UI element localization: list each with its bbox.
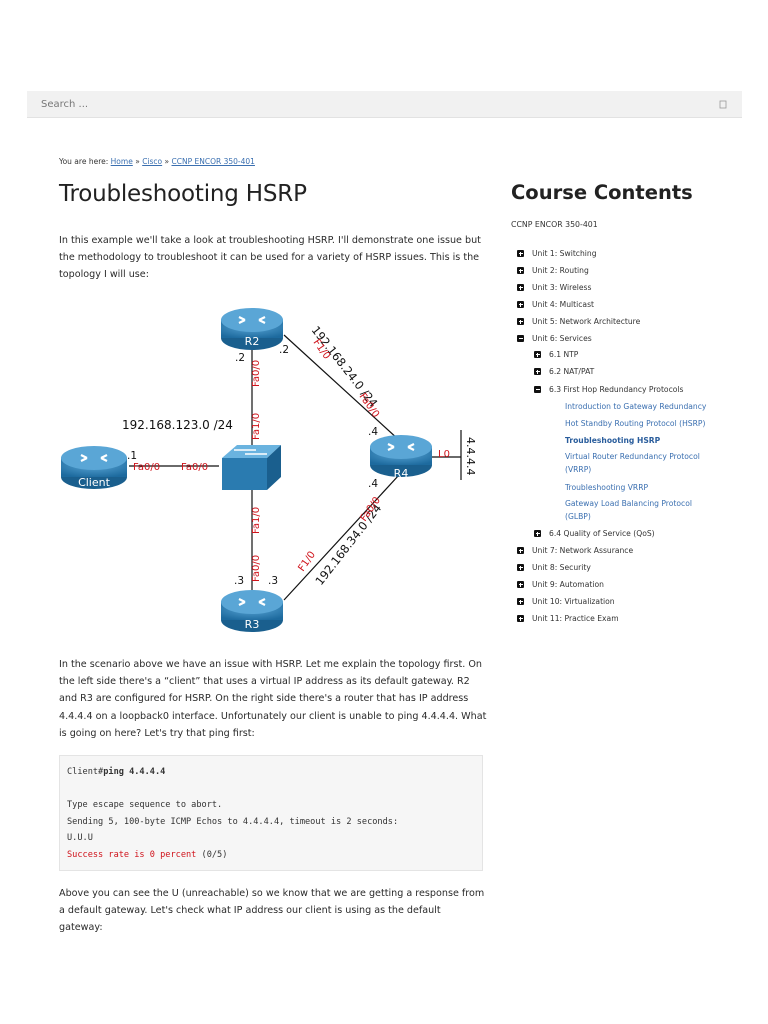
toc-item-label[interactable]: Introduction to Gateway Redundancy [565,402,707,411]
toc-item-label[interactable]: Hot Standby Routing Protocol (HSRP) [565,419,706,428]
router-r4-label: R4 [394,467,409,480]
collapse-minus-icon[interactable] [517,335,524,342]
expand-plus-icon[interactable] [534,368,541,375]
router-r3: R3 [221,590,283,632]
expand-plus-icon[interactable] [517,547,524,554]
toc-item-label[interactable]: 6.1 NTP [549,350,579,359]
breadcrumb-prefix: You are here: [59,157,109,166]
scenario-paragraph: In the scenario above we have an issue w… [59,659,487,739]
toc-item-label[interactable]: Unit 9: Automation [532,580,604,589]
interface-switch-fa0-0: Fa0/0 [181,462,208,473]
toc-item-label[interactable]: Unit 11: Practice Exam [532,614,619,623]
search-bar [27,91,742,118]
toc-item-label[interactable]: Troubleshooting VRRP [565,483,649,492]
code-line-command: Client#ping 4.4.4.4 [67,764,475,781]
interface-r4-l0: L0 [438,449,450,460]
expand-plus-icon[interactable] [517,250,524,257]
toc-item-label[interactable]: 6.4 Quality of Service (QoS) [549,529,655,538]
topology-diagram: R2 R3 R4 Client 192.168.123.0 /24 192.16… [61,308,477,632]
expand-plus-icon[interactable] [517,284,524,291]
code-line [67,781,475,798]
code-line: Sending 5, 100-byte ICMP Echos to 4.4.4.… [67,816,399,827]
toc-item-label[interactable]: Unit 3: Wireless [532,283,592,292]
loopback-ip-label: 4.4.4.4 [464,437,477,475]
collapse-minus-icon[interactable] [534,386,541,393]
toc-item-label[interactable]: Unit 6: Services [532,334,592,343]
toc-item-label[interactable]: Unit 10: Virtualization [532,597,615,606]
breadcrumb-course-link[interactable]: CCNP ENCOR 350-401 [171,157,255,166]
toc-item-label[interactable]: Unit 2: Routing [532,266,589,275]
expand-plus-icon[interactable] [517,267,524,274]
expand-plus-icon[interactable] [534,351,541,358]
search-button-icon[interactable] [718,99,729,110]
code-line-result: Success rate is 0 percent (0/5) [67,847,475,864]
expand-plus-icon[interactable] [517,318,524,325]
intro-paragraph: In this example we'll take a look at tro… [59,235,481,281]
router-r2-label: R2 [245,335,260,348]
toc-item-label[interactable]: Unit 4: Multicast [532,300,594,309]
code-line: U.U.U [67,833,93,844]
toc-item-label[interactable]: Virtual Router Redundancy Protocol (VRRP… [565,452,700,474]
router-r2: R2 [221,308,283,350]
interface-r2-fa0-0: Fa0/0 [251,360,262,387]
after-code-paragraph: Above you can see the U (unreachable) so… [59,888,485,934]
code-line: Type escape sequence to abort. [67,800,223,811]
page-title: Troubleshooting HSRP [59,181,307,207]
code-command: ping 4.4.4.4 [103,767,166,777]
host-id-r4-bottom: .4 [368,478,378,490]
breadcrumb-separator: » [164,157,170,166]
subnet-left-label: 192.168.123.0 /24 [122,418,233,432]
code-prompt: Client# [67,767,104,777]
toc-item-label[interactable]: 6.2 NAT/PAT [549,367,595,376]
link-r2-r4 [283,334,400,441]
toc-item-label[interactable]: Gateway Load Balancing Protocol (GLBP) [565,499,692,521]
expand-plus-icon[interactable] [534,530,541,537]
toc-item-label[interactable]: 6.3 First Hop Redundancy Protocols [549,385,684,394]
host-id-r3-right: .3 [268,575,278,587]
host-id-r2-left: .2 [235,352,245,364]
breadcrumb-separator: » [135,157,140,166]
sidebar-title: Course Contents [511,181,693,204]
code-result-rest: (0/5) [196,849,228,860]
link-r3-r4 [283,474,400,601]
breadcrumb-cisco-link[interactable]: Cisco [142,157,163,166]
breadcrumb: You are here: Home » Cisco » CCNP ENCOR … [59,157,255,166]
host-id-client: .1 [127,450,137,462]
router-client: Client [61,446,127,489]
host-id-r4-top: .4 [368,426,378,438]
host-id-r3-left: .3 [234,575,244,587]
router-client-label: Client [78,476,111,489]
expand-plus-icon[interactable] [517,564,524,571]
breadcrumb-home-link[interactable]: Home [110,157,133,166]
toc-item-label[interactable]: Unit 1: Switching [532,249,597,258]
expand-plus-icon[interactable] [517,581,524,588]
switch [222,445,281,490]
expand-plus-icon[interactable] [517,598,524,605]
router-r4: R4 [370,435,432,480]
interface-r3-f1-0: F1/0 [296,550,318,574]
interface-client-fa0-0: Fa0/0 [133,462,160,473]
toc-item-label[interactable]: Unit 5: Network Architecture [532,317,641,326]
host-id-r2-right: .2 [279,344,289,356]
toc-item-label[interactable]: Unit 8: Security [532,563,591,572]
toc-item-label[interactable]: Troubleshooting HSRP [565,436,661,445]
search-input[interactable] [27,91,707,117]
interface-switch-fa1-0-bottom: Fa1/0 [251,507,262,534]
code-result-red: Success rate is 0 percent [67,849,197,860]
expand-plus-icon[interactable] [517,301,524,308]
sidebar-course-name: CCNP ENCOR 350-401 [511,220,598,229]
router-r3-label: R3 [245,618,260,631]
code-block: Client#ping 4.4.4.4 Type escape sequence… [59,755,483,871]
toc-item-label[interactable]: Unit 7: Network Assurance [532,546,634,555]
interface-switch-fa1-0-top: Fa1/0 [251,413,262,440]
expand-plus-icon[interactable] [517,615,524,622]
interface-r3-fa0-0: Fa0/0 [251,555,262,582]
